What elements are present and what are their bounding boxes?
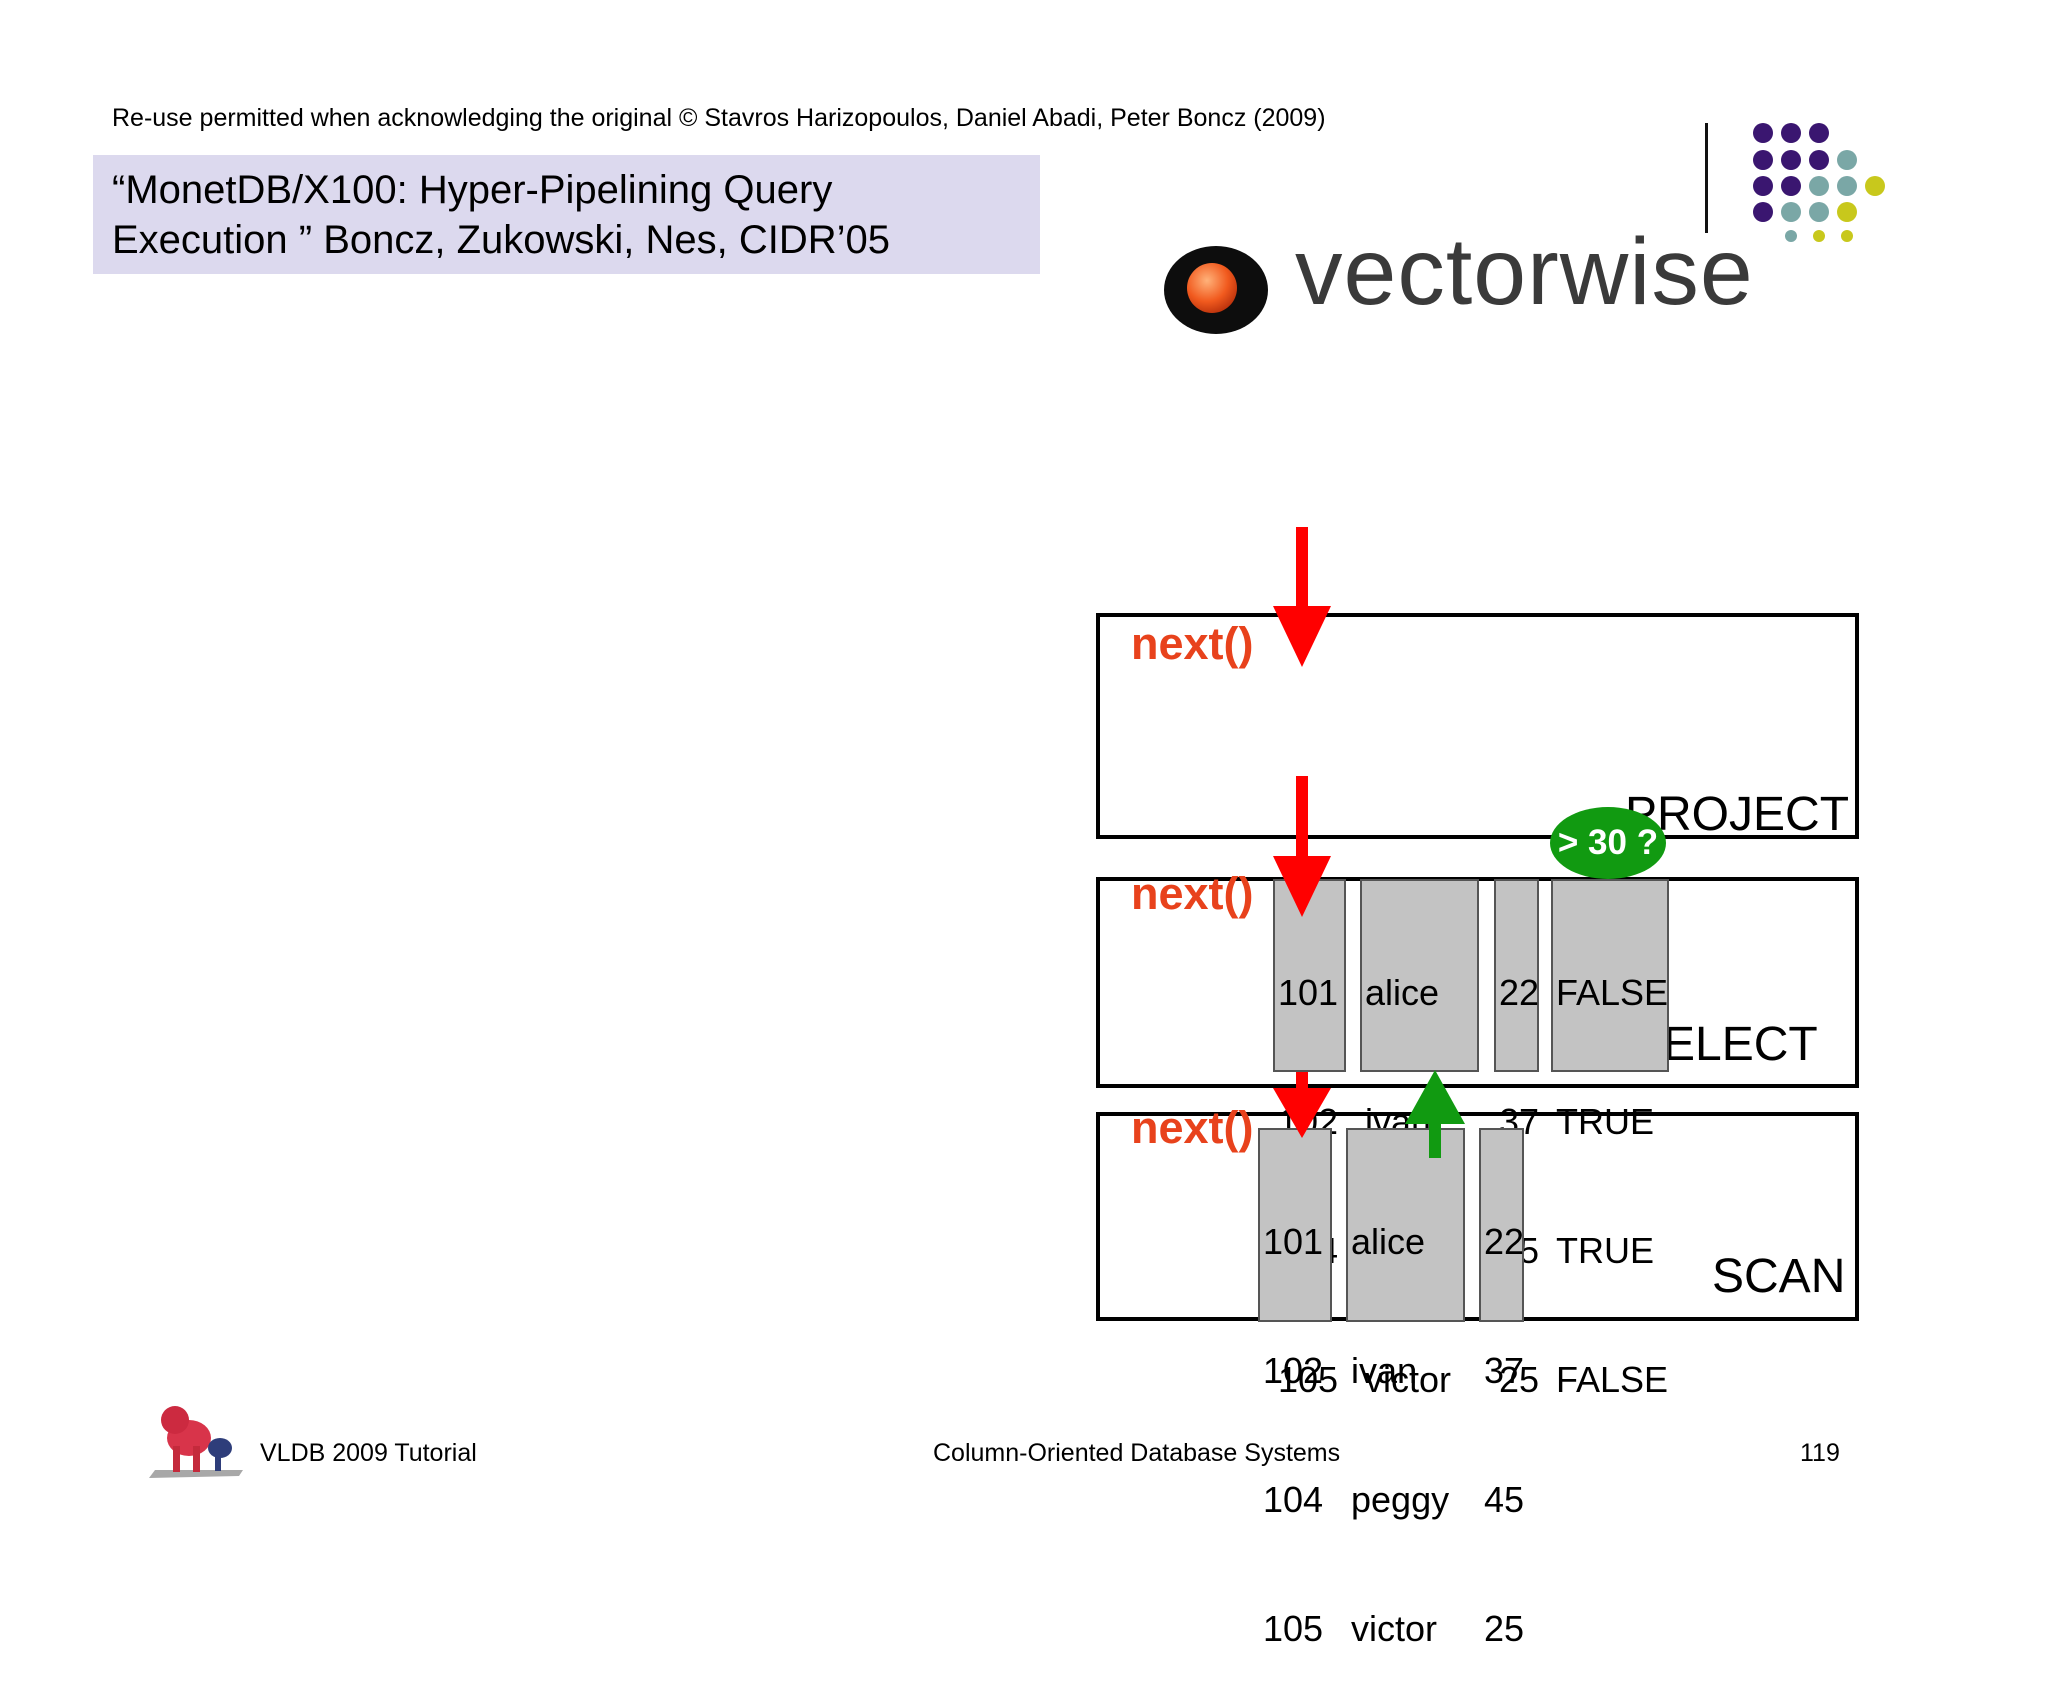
vector-cell: FALSE xyxy=(1556,1359,1669,1400)
select-name-vector: alice ivan peggy victor xyxy=(1360,879,1479,1400)
logo-divider xyxy=(1705,123,1708,233)
vector-cell: 104 xyxy=(1263,1479,1324,1520)
select-condition-bubble: > 30 ? xyxy=(1550,807,1666,879)
project-operator-box: PROJECT xyxy=(1096,613,1859,839)
scan-label: SCAN xyxy=(1712,1250,1846,1303)
vector-cell: TRUE xyxy=(1556,1230,1654,1271)
scan-name-vector: alice ivan peggy victor xyxy=(1346,1128,1465,1649)
citation-title-box: “MonetDB/X100: Hyper-Pipelining Query Ex… xyxy=(93,155,1040,274)
vector-cell: FALSE xyxy=(1556,972,1669,1013)
vector-cell: 105 xyxy=(1263,1608,1324,1649)
next-call-label-scan: next() xyxy=(1131,1102,1254,1153)
vector-cell: 101 xyxy=(1263,1221,1324,1262)
vector-cell: 25 xyxy=(1499,1359,1540,1400)
vector-cell: 101 xyxy=(1278,972,1339,1013)
vector-cell: victor xyxy=(1351,1608,1438,1649)
vector-cell: victor xyxy=(1365,1359,1452,1400)
vector-cell: TRUE xyxy=(1556,1101,1654,1142)
scan-age-vector: 22 37 45 25 xyxy=(1479,1128,1525,1649)
citation-line-2: Execution ” Boncz, Zukowski, Nes, CIDR’0… xyxy=(112,218,891,262)
vector-cell: ivan xyxy=(1351,1350,1418,1391)
vectorwise-mark-icon xyxy=(1164,246,1268,334)
vector-cell: 102 xyxy=(1263,1350,1324,1391)
footer-course-title: Column-Oriented Database Systems xyxy=(933,1439,1341,1467)
next-call-label-project: next() xyxy=(1131,618,1254,669)
vector-cell: peggy xyxy=(1351,1479,1450,1520)
copyright-notice: Re-use permitted when acknowledging the … xyxy=(112,104,1326,132)
vector-cell: 37 xyxy=(1484,1350,1525,1391)
dot-grid-logo-icon xyxy=(1753,123,1885,242)
vectorwise-logo-text: vectorwise xyxy=(1295,219,1754,325)
vector-cell: 25 xyxy=(1484,1608,1525,1649)
lion-mascot-icon xyxy=(149,1406,243,1478)
vector-cell: 22 xyxy=(1499,972,1540,1013)
select-age-vector: 22 37 45 25 xyxy=(1494,879,1540,1400)
vector-cell: 105 xyxy=(1278,1359,1339,1400)
vector-cell: alice xyxy=(1351,1221,1426,1262)
next-call-label-select: next() xyxy=(1131,868,1254,919)
select-id-vector: 101 102 104 105 xyxy=(1273,879,1346,1400)
footer-event: VLDB 2009 Tutorial xyxy=(260,1439,477,1467)
citation-line-1: “MonetDB/X100: Hyper-Pipelining Query xyxy=(112,168,833,212)
select-flag-vector: FALSE TRUE TRUE FALSE xyxy=(1551,879,1669,1400)
page-number: 119 xyxy=(1800,1439,1840,1467)
scan-operator-box: SCAN xyxy=(1096,1112,1859,1321)
scan-id-vector: 101 102 104 105 xyxy=(1258,1128,1332,1649)
vector-cell: 45 xyxy=(1484,1479,1525,1520)
vector-cell: alice xyxy=(1365,972,1440,1013)
vector-cell: 22 xyxy=(1484,1221,1525,1262)
